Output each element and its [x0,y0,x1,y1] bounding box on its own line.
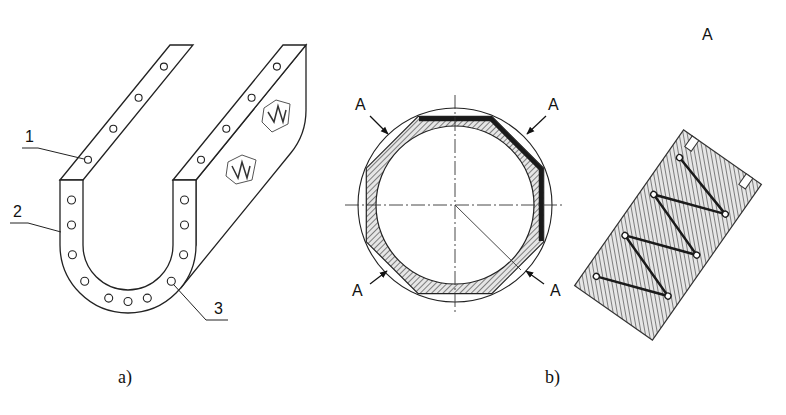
clamp-body [60,45,306,313]
view-a-plate [575,130,762,340]
view-arrow [370,116,388,134]
bolt-hole [223,125,230,132]
bolt-hole [198,156,205,163]
plate-notch [685,136,699,151]
view-arrow [526,271,544,284]
leader-line [22,148,84,159]
spring-eye [664,292,672,300]
bolt-hole [68,221,76,229]
view-arrow [370,271,387,284]
leader-line [174,285,228,320]
view-arrows [370,116,546,284]
spring-symbol [232,162,250,178]
hatched-plate [575,130,762,340]
radius-line [455,205,521,270]
spring-symbol [268,106,286,122]
spring-eye [675,153,683,161]
callout-number: 3 [214,300,223,318]
bolt-hole [85,156,92,163]
view-label: A [355,96,366,114]
bolt-hole [105,294,113,302]
bolt-hole [110,125,117,132]
view-label: A [352,282,363,300]
bolt-hole [167,277,175,285]
spring-zigzag [596,158,737,317]
bolt-hole [248,94,255,101]
cross-section [345,95,565,315]
bolt-hole [81,277,89,285]
clamp-front-face [60,180,196,313]
spring-eye [592,272,600,280]
spring-eye [649,190,657,198]
bolt-hole [135,94,142,101]
bolt-hole [124,298,132,306]
bolt-hole [273,63,280,70]
flange-strip [60,45,193,180]
subfigure-label: a) [118,368,132,386]
spring-eyes [592,153,741,320]
spring-eye [692,251,700,259]
spring-eye [721,210,729,218]
bolt-hole [68,196,76,204]
callout-number: 1 [25,128,34,146]
leader-line [10,223,61,232]
bolt-hole [160,63,167,70]
spring-window [262,100,290,132]
callout-number: 2 [13,203,22,221]
view-arrow [527,116,546,134]
leader-lines [10,148,228,320]
spring-window [226,155,256,184]
view-label: A [550,282,561,300]
view-label: A [548,96,559,114]
bolt-holes [68,63,281,305]
subfigure-label: b) [545,368,560,386]
bolt-hole [180,251,188,259]
bolt-hole [68,251,76,259]
bolt-hole [181,221,189,229]
bolt-hole [181,196,189,204]
plate-notch [739,174,753,189]
view-label: A [702,26,713,44]
spring-eye [621,231,629,239]
bolt-hole [143,294,151,302]
